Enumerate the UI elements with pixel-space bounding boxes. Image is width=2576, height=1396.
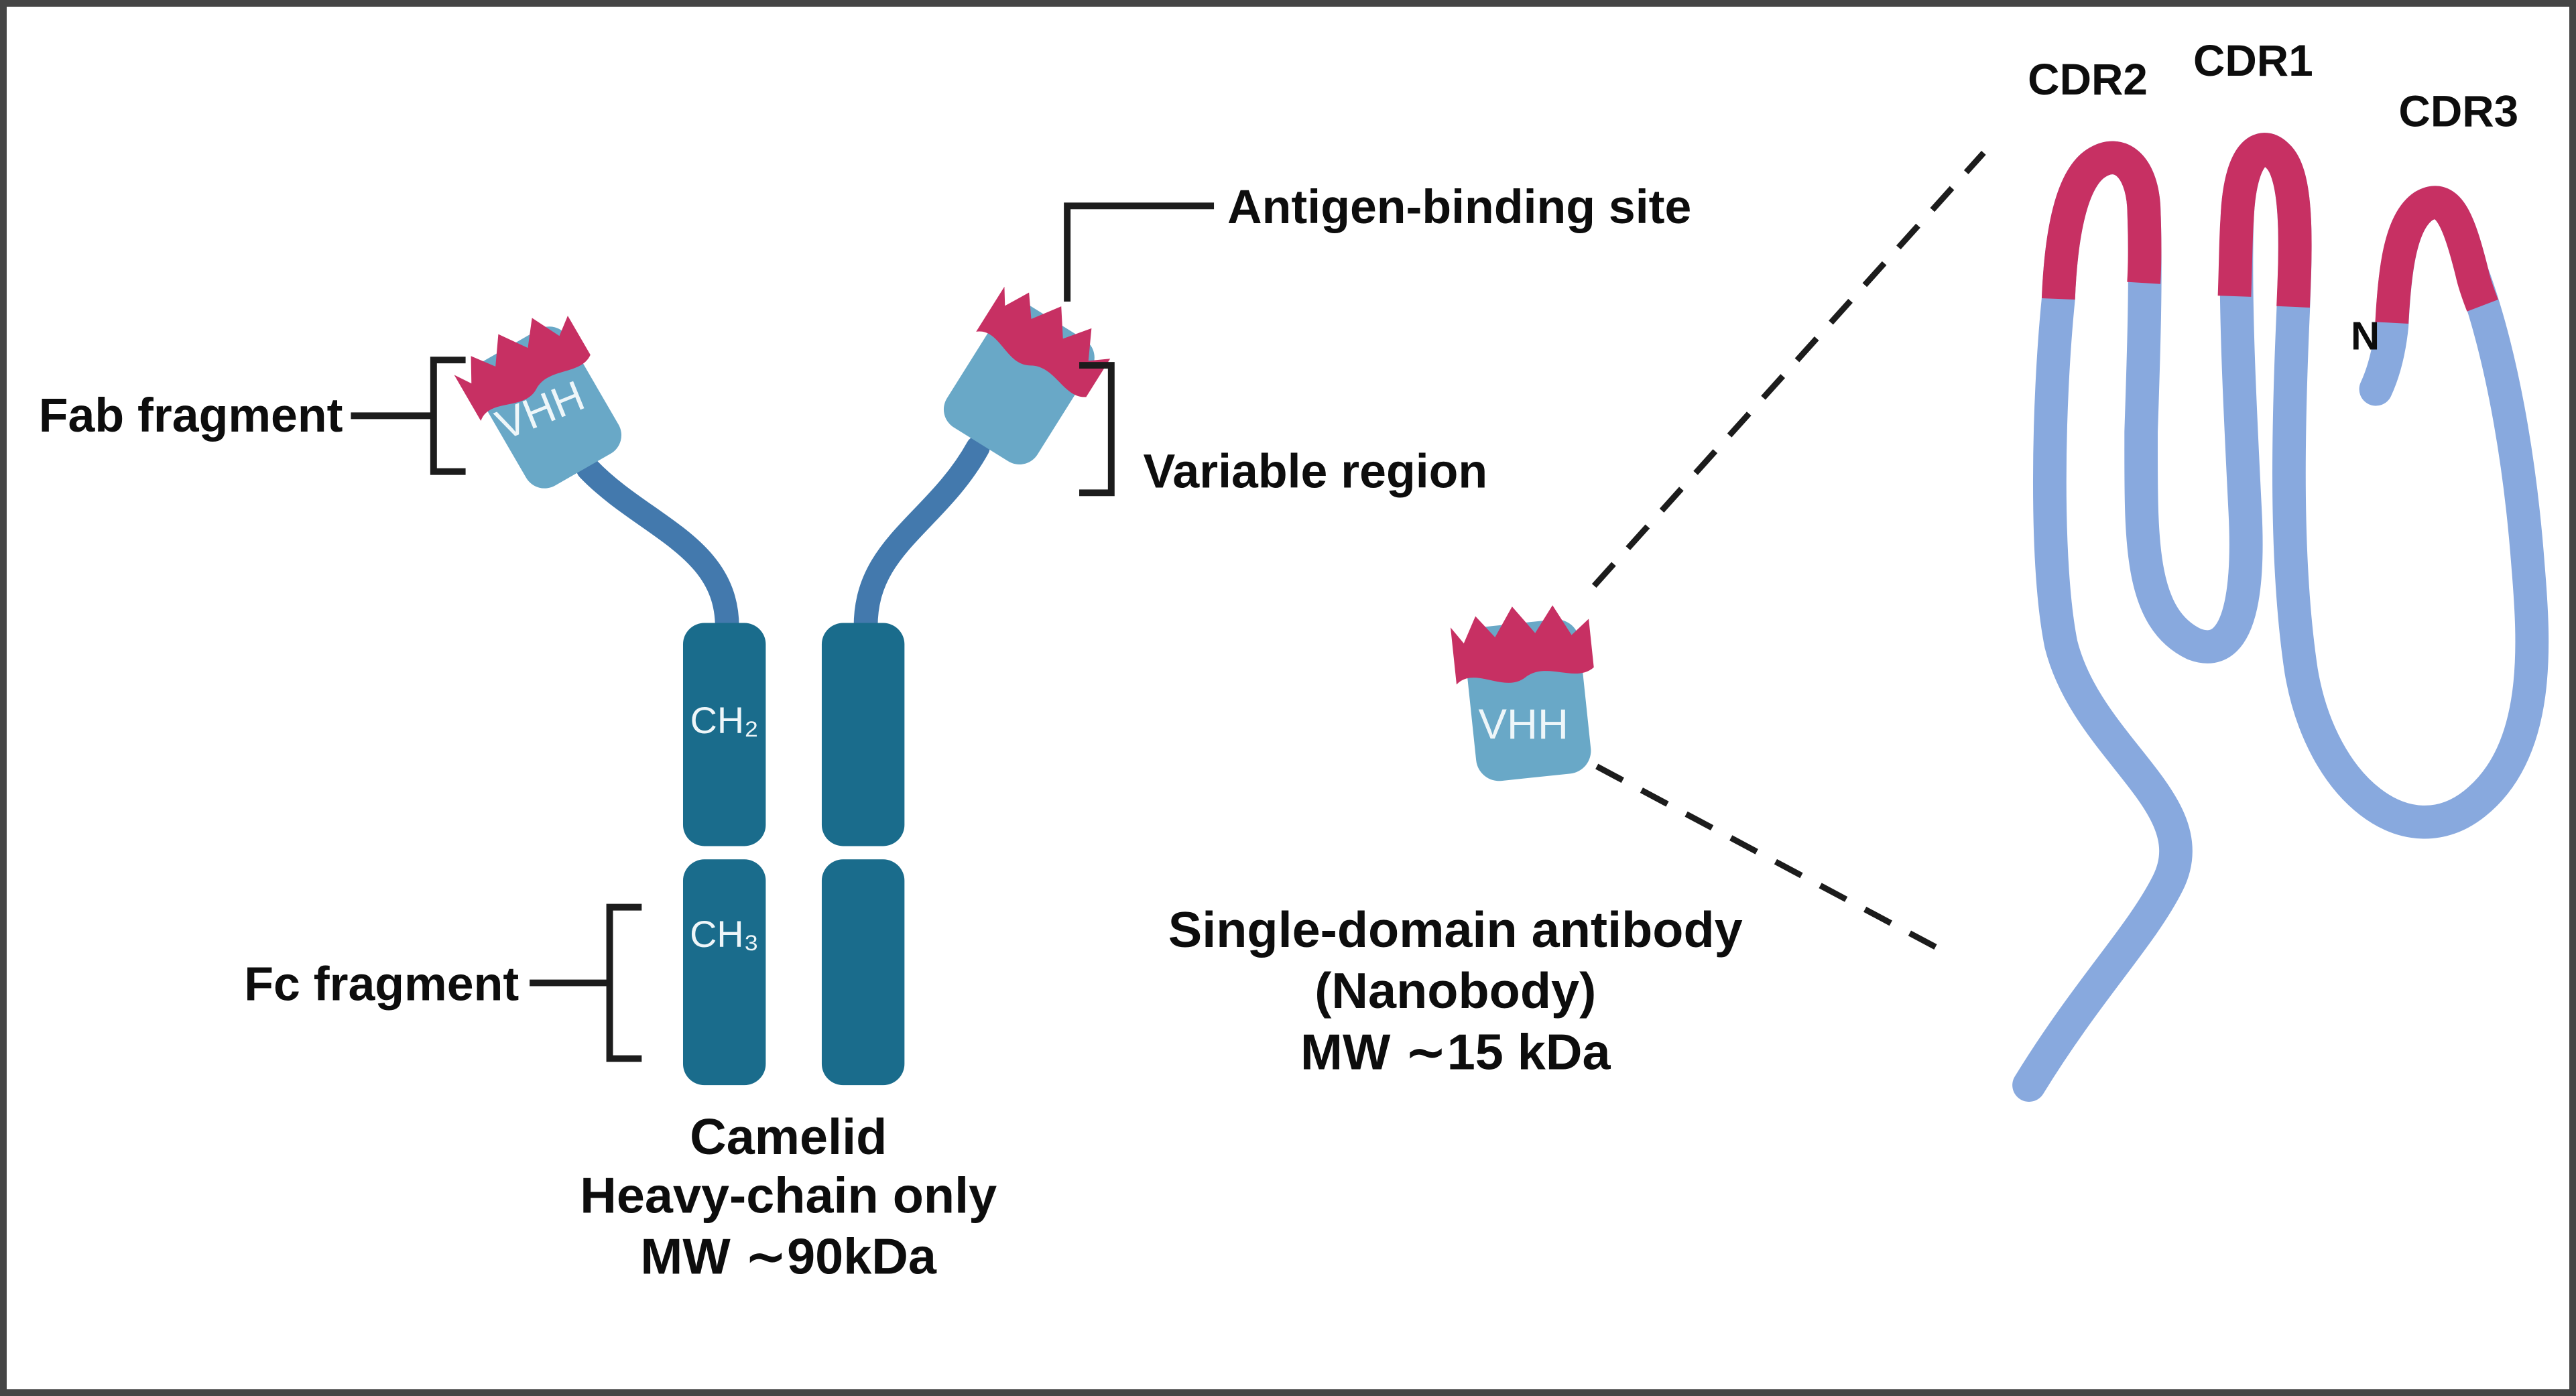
fab-bracket <box>430 357 466 475</box>
variable-region-label: Variable region <box>1144 445 1488 499</box>
cdr2-label: CDR2 <box>2028 55 2148 104</box>
vhh-arm-left <box>454 316 622 489</box>
cdr3-label: CDR3 <box>2398 86 2518 135</box>
ch3-domain-left-rect <box>682 859 766 1086</box>
ch2-domain-right-rect <box>821 623 905 846</box>
ribbon-strand <box>2012 133 2549 1102</box>
antigen-binding-crown-right <box>976 286 1111 397</box>
ch3-label: CH₃ <box>690 913 759 955</box>
antigen-binding-site-label: Antigen-binding site <box>1227 180 1691 234</box>
antigen-binding-pointer <box>1064 202 1215 302</box>
cdr1-loop-highlight <box>2217 133 2312 308</box>
variable-region-bracket <box>1079 362 1115 497</box>
nanobody-caption-line3: MW ∼15 kDa <box>1300 1024 1611 1080</box>
nanobody-caption-line1: Single-domain antibody <box>1168 901 1743 958</box>
antibody-diagram: Fab fragment Fc fragment Antigen-binding… <box>39 36 2549 1285</box>
n-terminus-label: N <box>2351 313 2380 358</box>
antigen-binding-crown-left <box>454 316 591 422</box>
ch2-domain-left-rect <box>682 623 766 846</box>
nanobody-caption-line2: (Nanobody) <box>1314 962 1596 1019</box>
ch2-label: CH₂ <box>690 700 759 741</box>
vhh-nanobody-label: VHH <box>1479 700 1569 748</box>
cdr2-loop-highlight <box>2041 141 2162 300</box>
cdr3-loop-highlight <box>2375 186 2498 324</box>
fc-bracket <box>606 903 642 1062</box>
camelid-caption-line3: MW ∼90kDa <box>640 1228 937 1285</box>
antigen-binding-crown-nanobody <box>1450 605 1594 685</box>
nanobody-domain <box>1450 605 1594 781</box>
camelid-caption-line2: Heavy-chain only <box>580 1167 997 1224</box>
hinge-right <box>853 436 990 643</box>
hinge-left <box>576 456 739 643</box>
cdr1-label: CDR1 <box>2193 36 2313 85</box>
ch3-domain-right-rect <box>821 859 905 1086</box>
camelid-caption-line1: Camelid <box>690 1108 887 1165</box>
vhh-arm-right <box>943 286 1111 464</box>
dashed-connector-lower <box>1595 763 1937 950</box>
fc-fragment-label: Fc fragment <box>244 957 519 1011</box>
fab-fragment-label: Fab fragment <box>39 389 343 442</box>
